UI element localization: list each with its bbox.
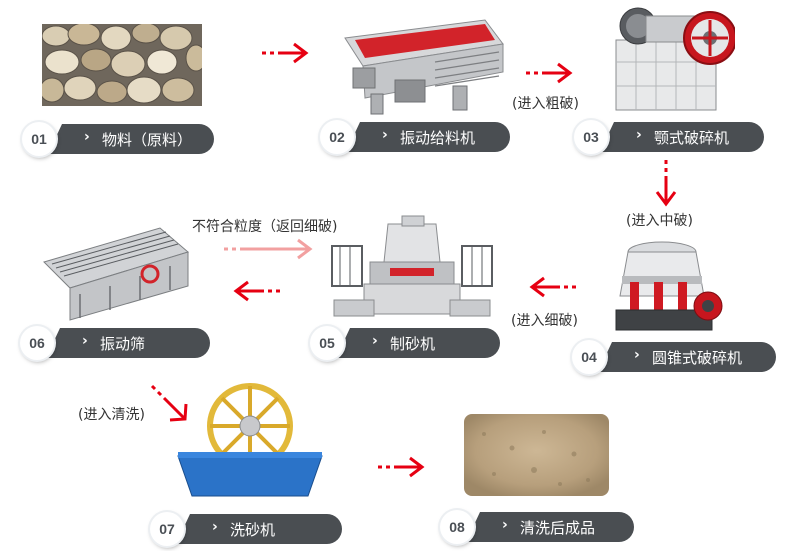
cone-crusher-image — [615, 241, 723, 331]
step-name: 物料（原料） — [102, 131, 193, 149]
note-coarse-crushing: (进入粗破) — [512, 96, 579, 112]
note-return-fine-crushing: 不符合粒度（返回细破) — [192, 219, 338, 235]
return-arrow-icon — [224, 238, 313, 260]
note-fine-crushing: (进入细破) — [511, 313, 578, 329]
step-07-label: 07 › 洗砂机 — [150, 512, 342, 546]
arrow-icon — [233, 280, 280, 302]
step-03-label: 03 › 颚式破碎机 — [574, 120, 764, 154]
step-number: 04 — [572, 340, 606, 374]
sand-maker-image — [331, 215, 493, 317]
step-number: 08 — [440, 510, 474, 544]
vibrating-feeder-image — [344, 19, 504, 115]
arrow-icon — [378, 456, 425, 478]
finished-sand-image — [464, 414, 609, 496]
arrow-icon — [150, 384, 188, 422]
arrow-icon — [526, 62, 573, 84]
step-02-label: 02 › 振动给料机 — [320, 120, 510, 154]
step-name: 清洗后成品 — [520, 519, 596, 537]
chevron-right-icon: › — [382, 127, 388, 143]
raw-material-image — [42, 24, 202, 106]
step-04-label: 04 › 圆锥式破碎机 — [572, 340, 776, 374]
chevron-right-icon: › — [84, 129, 90, 145]
step-number: 06 — [20, 326, 54, 360]
chevron-right-icon: › — [634, 347, 640, 363]
step-number: 07 — [150, 512, 184, 546]
step-number: 03 — [574, 120, 608, 154]
arrow-icon — [262, 42, 309, 64]
step-number: 01 — [22, 122, 56, 156]
step-name: 振动给料机 — [400, 129, 476, 147]
step-name: 振动筛 — [100, 335, 146, 353]
step-number: 02 — [320, 120, 354, 154]
note-washing: (进入清洗) — [78, 407, 145, 423]
chevron-right-icon: › — [212, 519, 218, 535]
sand-washer-image — [177, 383, 323, 497]
chevron-right-icon: › — [502, 517, 508, 533]
step-01-label: 01 › 物料（原料） — [22, 122, 214, 156]
arrow-icon — [529, 276, 576, 298]
step-name: 洗砂机 — [230, 521, 276, 539]
step-name: 颚式破碎机 — [654, 129, 730, 147]
arrow-icon — [655, 160, 677, 207]
chevron-right-icon: › — [372, 333, 378, 349]
vibrating-screen-image — [43, 227, 190, 321]
step-08-label: 08 › 清洗后成品 — [440, 510, 634, 544]
step-06-label: 06 › 振动筛 — [20, 326, 210, 360]
step-number: 05 — [310, 326, 344, 360]
chevron-right-icon: › — [82, 333, 88, 349]
step-name: 制砂机 — [390, 335, 436, 353]
step-05-label: 05 › 制砂机 — [310, 326, 500, 360]
note-medium-crushing: (进入中破) — [626, 213, 693, 229]
jaw-crusher-image — [615, 7, 735, 111]
chevron-right-icon: › — [636, 127, 642, 143]
step-name: 圆锥式破碎机 — [652, 349, 743, 367]
